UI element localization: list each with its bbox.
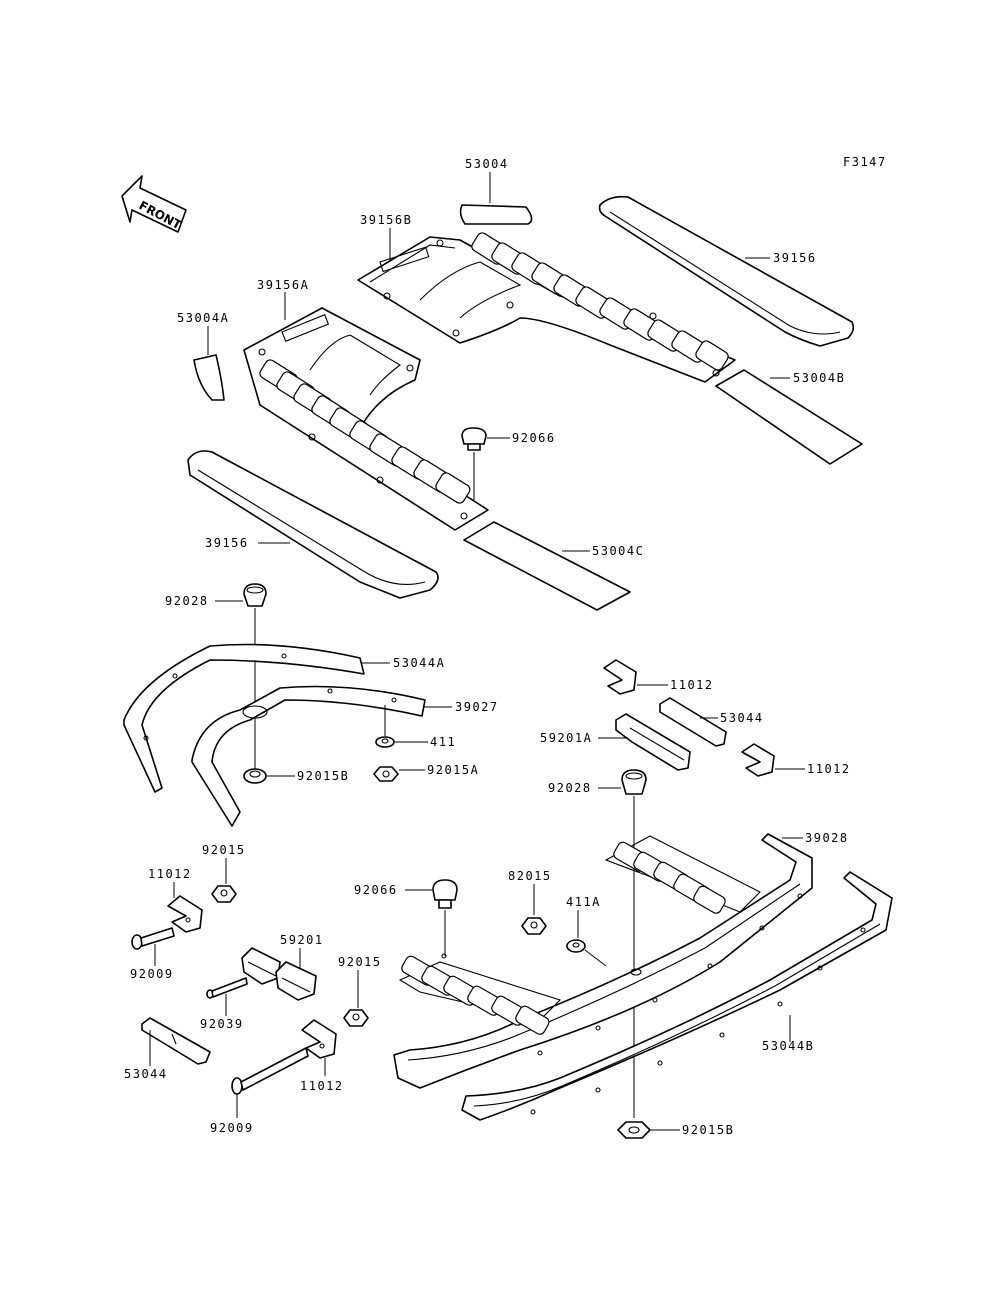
label-53044-right: 53044 xyxy=(720,711,764,725)
part-92039-pin xyxy=(206,977,248,999)
label-411: 411 xyxy=(430,735,456,749)
label-92015B-bottom: 92015B xyxy=(682,1123,734,1137)
label-92015A: 92015A xyxy=(427,763,479,777)
part-39156-right-mat xyxy=(598,195,855,347)
label-92015-mid: 92015 xyxy=(338,955,382,969)
part-53044-strip-left xyxy=(141,1017,211,1065)
part-92028-plug-right xyxy=(621,769,647,795)
part-11012-clip-left xyxy=(167,895,203,933)
label-53004A: 53004A xyxy=(177,311,229,325)
part-11012-clip-right xyxy=(741,743,775,777)
label-11012-right: 11012 xyxy=(807,762,851,776)
part-53044-strip-right xyxy=(659,697,727,747)
part-92015A-nut xyxy=(373,766,399,782)
bumper-pads-right xyxy=(613,841,726,914)
part-39027-rail xyxy=(191,685,426,827)
part-53044B-rail xyxy=(461,871,893,1121)
part-53004-pad xyxy=(459,204,533,225)
part-92009-screw-left xyxy=(131,927,175,950)
label-39156-top: 39156 xyxy=(773,251,817,265)
label-92066-bottom: 92066 xyxy=(354,883,398,897)
part-39156-left-mat xyxy=(187,450,439,599)
part-59201-bracket xyxy=(241,947,317,1001)
part-53004C-pad xyxy=(463,521,631,611)
part-11012-clip-top xyxy=(603,659,637,695)
part-92015-nut-mid xyxy=(343,1009,369,1027)
label-92015-left: 92015 xyxy=(202,843,246,857)
label-11012-left: 11012 xyxy=(148,867,192,881)
label-39156A: 39156A xyxy=(257,278,309,292)
label-11012-bottom: 11012 xyxy=(300,1079,344,1093)
label-92015B-left: 92015B xyxy=(297,769,349,783)
part-39156B-deck-mat xyxy=(357,232,736,383)
label-92066-top: 92066 xyxy=(512,431,556,445)
label-39027: 39027 xyxy=(455,700,499,714)
label-82015: 82015 xyxy=(508,869,552,883)
label-92028-right: 92028 xyxy=(548,781,592,795)
label-59201A: 59201A xyxy=(540,731,592,745)
part-92028-plug-left xyxy=(243,583,267,607)
label-92028-left: 92028 xyxy=(165,594,209,608)
part-92066-plug-top xyxy=(461,427,487,451)
figure-code: F3147 xyxy=(843,155,887,169)
part-92015B-nut-left xyxy=(243,768,267,784)
label-53004: 53004 xyxy=(465,157,509,171)
bumper-pads-left xyxy=(401,955,550,1035)
front-arrow-icon: FRONT xyxy=(121,175,187,233)
label-39028: 39028 xyxy=(805,831,849,845)
part-92015-nut-left xyxy=(211,885,237,903)
label-92009-left: 92009 xyxy=(130,967,174,981)
label-92039: 92039 xyxy=(200,1017,244,1031)
label-53044B: 53044B xyxy=(762,1039,814,1053)
part-39028-bumper xyxy=(393,833,813,1089)
part-82015-nut xyxy=(521,917,547,935)
leader-411A-to-bumper xyxy=(584,949,607,967)
part-411-washer xyxy=(375,736,395,748)
part-92066-plug-bottom xyxy=(432,879,458,909)
label-53004C: 53004C xyxy=(592,544,644,558)
part-92009-screw-bottom xyxy=(231,1047,309,1095)
part-53044A-rail xyxy=(123,643,365,793)
part-11012-clip-bottom xyxy=(301,1019,337,1059)
part-53004B-pad xyxy=(715,369,863,465)
label-411A: 411A xyxy=(566,895,601,909)
label-53044-left: 53044 xyxy=(124,1067,168,1081)
deck-mat-pads-right xyxy=(471,232,729,371)
part-411A-washer xyxy=(566,939,586,953)
part-53004A-pad xyxy=(193,354,225,401)
part-59201A-bracket xyxy=(615,713,691,771)
label-11012-top: 11012 xyxy=(670,678,714,692)
label-92009-bottom: 92009 xyxy=(210,1121,254,1135)
label-59201: 59201 xyxy=(280,933,324,947)
part-92015B-nut-bottom xyxy=(617,1121,651,1139)
label-39156B: 39156B xyxy=(360,213,412,227)
label-53004B: 53004B xyxy=(793,371,845,385)
label-53044A: 53044A xyxy=(393,656,445,670)
label-39156-left: 39156 xyxy=(205,536,249,550)
deck-mat-pads-left xyxy=(259,359,471,504)
part-39156A-deck-mat xyxy=(243,307,489,531)
